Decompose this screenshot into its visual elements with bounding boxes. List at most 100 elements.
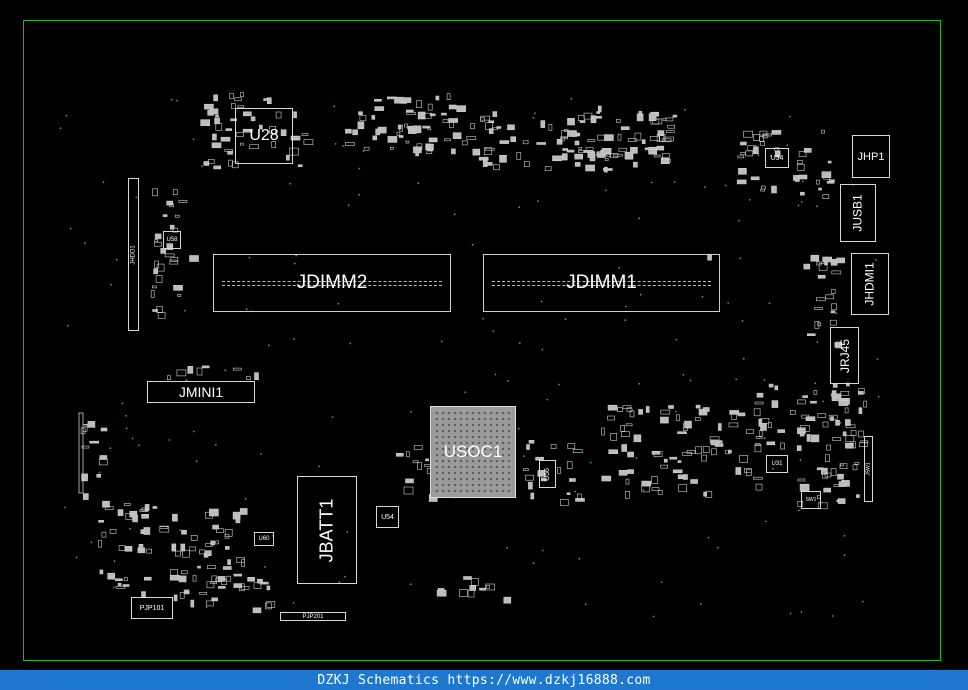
smd-pad: [574, 153, 584, 160]
smd-pad: [695, 446, 703, 455]
smd-pad: [197, 565, 201, 569]
connector-jusb1[interactable]: JUSB1: [840, 184, 876, 242]
test-point-dot: [260, 453, 262, 455]
smd-pad: [479, 587, 486, 591]
smd-pad: [212, 524, 219, 530]
smd-pad: [817, 413, 827, 418]
smd-pad: [829, 179, 835, 182]
smd-pad: [173, 284, 183, 291]
smd-pad: [100, 427, 108, 432]
smd-pad: [745, 150, 753, 157]
edge-connector: [78, 412, 84, 494]
smd-pad: [280, 129, 287, 136]
test-point-dot: [331, 416, 334, 418]
smd-pad: [115, 585, 126, 589]
smd-pad: [386, 96, 397, 100]
connector-jbatt1[interactable]: JBATT1: [297, 476, 357, 584]
chip-u54[interactable]: U54: [376, 506, 399, 528]
test-point-dot: [843, 554, 846, 557]
smd-pad: [152, 506, 158, 509]
smd-pad: [610, 432, 618, 441]
smd-pad: [728, 422, 739, 428]
smd-pad: [427, 127, 432, 131]
dimm-slot-jdimm2[interactable]: JDIMM2: [213, 254, 451, 312]
smd-pad: [561, 153, 568, 160]
connector-jrj45[interactable]: JRJ45: [830, 327, 859, 384]
smd-pad: [522, 140, 529, 145]
chip-u60[interactable]: U60: [254, 532, 274, 546]
smd-pad: [793, 175, 799, 181]
connector-jhdd1[interactable]: JHDD1: [128, 178, 139, 331]
smd-pad: [375, 128, 381, 136]
cpu-usoc1-label: USOC1: [443, 442, 503, 461]
smd-pad: [236, 132, 244, 137]
smd-pad: [167, 375, 171, 381]
smd-pad: [394, 96, 404, 104]
dimm-slot-jdimm1[interactable]: JDIMM1: [483, 254, 720, 312]
smd-pad: [425, 458, 429, 462]
smd-pad: [644, 147, 654, 151]
smd-pad: [837, 473, 844, 480]
connector-jhp1[interactable]: JHP1: [852, 135, 890, 178]
smd-pad: [250, 116, 256, 122]
smd-pad: [205, 543, 213, 547]
smd-pad: [638, 111, 643, 115]
chip-u56[interactable]: U56: [539, 460, 556, 488]
smd-pad: [492, 127, 498, 131]
smd-pad: [661, 138, 672, 143]
smd-pad: [831, 303, 837, 311]
smd-pad: [398, 135, 404, 138]
smd-pad: [844, 407, 849, 414]
smd-pad: [624, 151, 634, 160]
smd-pad: [762, 133, 769, 139]
connector-jhdmi1[interactable]: JHDMI1: [851, 253, 889, 315]
smd-pad: [403, 97, 412, 103]
pad-pjp201[interactable]: PJP201: [280, 612, 346, 621]
test-point-dot: [650, 181, 653, 184]
test-point-dot: [638, 217, 640, 220]
smd-pad: [825, 454, 830, 463]
smd-pad: [621, 444, 628, 452]
test-point-dot: [772, 467, 774, 470]
chip-u58[interactable]: U58: [163, 231, 181, 249]
smd-pad: [141, 507, 149, 512]
smd-pad: [771, 185, 777, 194]
smd-pad: [407, 125, 413, 130]
smd-pad: [461, 140, 468, 146]
chip-u34[interactable]: U34: [765, 148, 789, 168]
smd-pad: [799, 431, 805, 437]
smd-pad: [648, 113, 657, 121]
smd-pad: [122, 584, 130, 587]
switch-sw1[interactable]: SW1: [801, 491, 821, 509]
connector-jsw1[interactable]: JSW1: [864, 436, 873, 502]
board-outline: [23, 20, 941, 661]
smd-pad: [146, 548, 152, 554]
connector-jmini1[interactable]: JMINI1: [147, 381, 255, 403]
test-point-dot: [464, 391, 466, 394]
cpu-usoc1[interactable]: USOC1: [430, 406, 516, 498]
test-point-dot: [839, 421, 842, 424]
smd-pad: [816, 179, 820, 185]
test-point-dot: [179, 529, 181, 531]
smd-pad: [235, 515, 241, 524]
test-point-dot: [224, 369, 227, 372]
chip-u31[interactable]: U31: [766, 455, 788, 473]
smd-pad: [483, 147, 492, 155]
test-point-dot: [318, 465, 320, 468]
footer-text: DZKJ Schematics https://www.dzkj16888.co…: [317, 672, 651, 688]
test-point-dot: [518, 206, 521, 209]
test-point-dot: [292, 602, 295, 604]
chip-u28[interactable]: U28: [235, 108, 293, 164]
smd-pad: [567, 443, 576, 450]
pad-pjp101[interactable]: PJP101: [131, 597, 173, 619]
smd-pad: [166, 243, 174, 250]
smd-pad: [738, 168, 747, 175]
test-point-dot: [195, 460, 198, 462]
smd-pad: [525, 474, 534, 481]
smd-pad: [206, 600, 214, 607]
smd-pad: [666, 159, 671, 163]
smd-pad: [665, 117, 674, 122]
test-point-dot: [347, 204, 350, 207]
smd-pad: [218, 586, 226, 589]
smd-pad: [140, 529, 145, 535]
